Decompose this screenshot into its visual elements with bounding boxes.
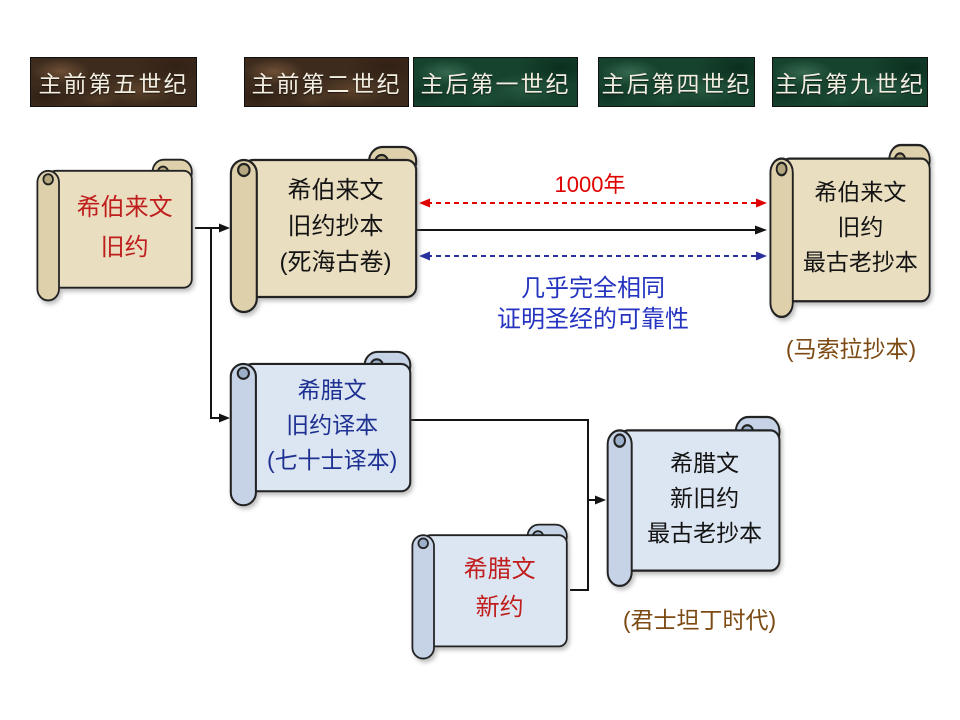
scroll-line: 新旧约 bbox=[670, 485, 740, 512]
scroll-line: 希腊文 bbox=[670, 450, 740, 477]
scroll-greek-ot: 希腊文 旧约译本 (七十士译本) bbox=[228, 350, 414, 508]
scroll-shape bbox=[36, 158, 193, 302]
scroll-line: 旧约抄本 bbox=[287, 212, 384, 240]
scroll-line: 旧约译本 bbox=[286, 412, 379, 439]
timeline-box-5th-century-bc: 主前第五世纪 bbox=[30, 57, 197, 107]
scroll-line: 最古老抄本 bbox=[802, 249, 918, 276]
scroll-line: 旧约 bbox=[837, 214, 884, 241]
arrow-copies-to-oldest bbox=[417, 225, 767, 235]
timeline-label: 主前第二世纪 bbox=[251, 71, 402, 97]
arrow-1000-years bbox=[419, 198, 767, 208]
scroll-shape bbox=[411, 523, 568, 660]
timeline-label: 主后第一世纪 bbox=[420, 71, 571, 97]
scroll-shape bbox=[769, 143, 931, 319]
label-similarity: 几乎完全相同 证明圣经的可靠性 bbox=[428, 273, 758, 335]
timeline-box-1st-century-ad: 主后第一世纪 bbox=[413, 57, 578, 107]
scroll-line: (七十士译本) bbox=[266, 447, 398, 474]
timeline-label: 主前第五世纪 bbox=[38, 71, 189, 97]
timeline-box-4th-century-ad: 主后第四世纪 bbox=[598, 57, 755, 107]
timeline-box-9th-century-ad: 主后第九世纪 bbox=[772, 57, 928, 107]
scroll-line: 新约 bbox=[475, 594, 524, 622]
scroll-hebrew-ot: 希伯来文 旧约 bbox=[35, 158, 195, 303]
scroll-line: (死海古卷) bbox=[279, 248, 392, 276]
scroll-shape bbox=[229, 145, 418, 314]
scroll-shape bbox=[606, 415, 781, 588]
scroll-shape bbox=[229, 350, 412, 507]
scroll-greek-nt: 希腊文 新约 bbox=[410, 523, 570, 661]
timeline-label: 主后第九世纪 bbox=[775, 71, 925, 97]
scroll-line: 希伯来文 bbox=[287, 176, 384, 204]
label-1000-years: 1000年 bbox=[554, 172, 626, 197]
scroll-hebrew-ot-oldest: 希伯来文 旧约 最古老抄本 bbox=[768, 143, 933, 320]
caption-constantine: (君士坦丁时代) bbox=[622, 607, 777, 633]
scroll-hebrew-ot-copies: 希伯来文 旧约抄本 (死海古卷) bbox=[228, 145, 420, 315]
scroll-line: 旧约 bbox=[100, 233, 149, 261]
arrow-hebrew-ot-to-copies bbox=[195, 223, 230, 233]
scroll-line: 希腊文 bbox=[297, 377, 367, 404]
scroll-line: 希腊文 bbox=[463, 556, 536, 584]
label-similarity-line1: 几乎完全相同 bbox=[521, 275, 665, 302]
scroll-line: 希伯来文 bbox=[76, 193, 173, 221]
caption-masoretic: (马索拉抄本) bbox=[785, 336, 917, 362]
timeline-box-2nd-century-bc: 主前第二世纪 bbox=[244, 57, 409, 107]
scroll-line: 希伯来文 bbox=[814, 179, 907, 206]
scroll-greek-bible-oldest: 希腊文 新旧约 最古老抄本 bbox=[605, 415, 783, 589]
scroll-line: 最古老抄本 bbox=[647, 520, 763, 547]
arrow-comparison bbox=[419, 251, 767, 261]
label-similarity-line2: 证明圣经的可靠性 bbox=[497, 306, 689, 333]
timeline-label: 主后第四世纪 bbox=[601, 71, 752, 97]
